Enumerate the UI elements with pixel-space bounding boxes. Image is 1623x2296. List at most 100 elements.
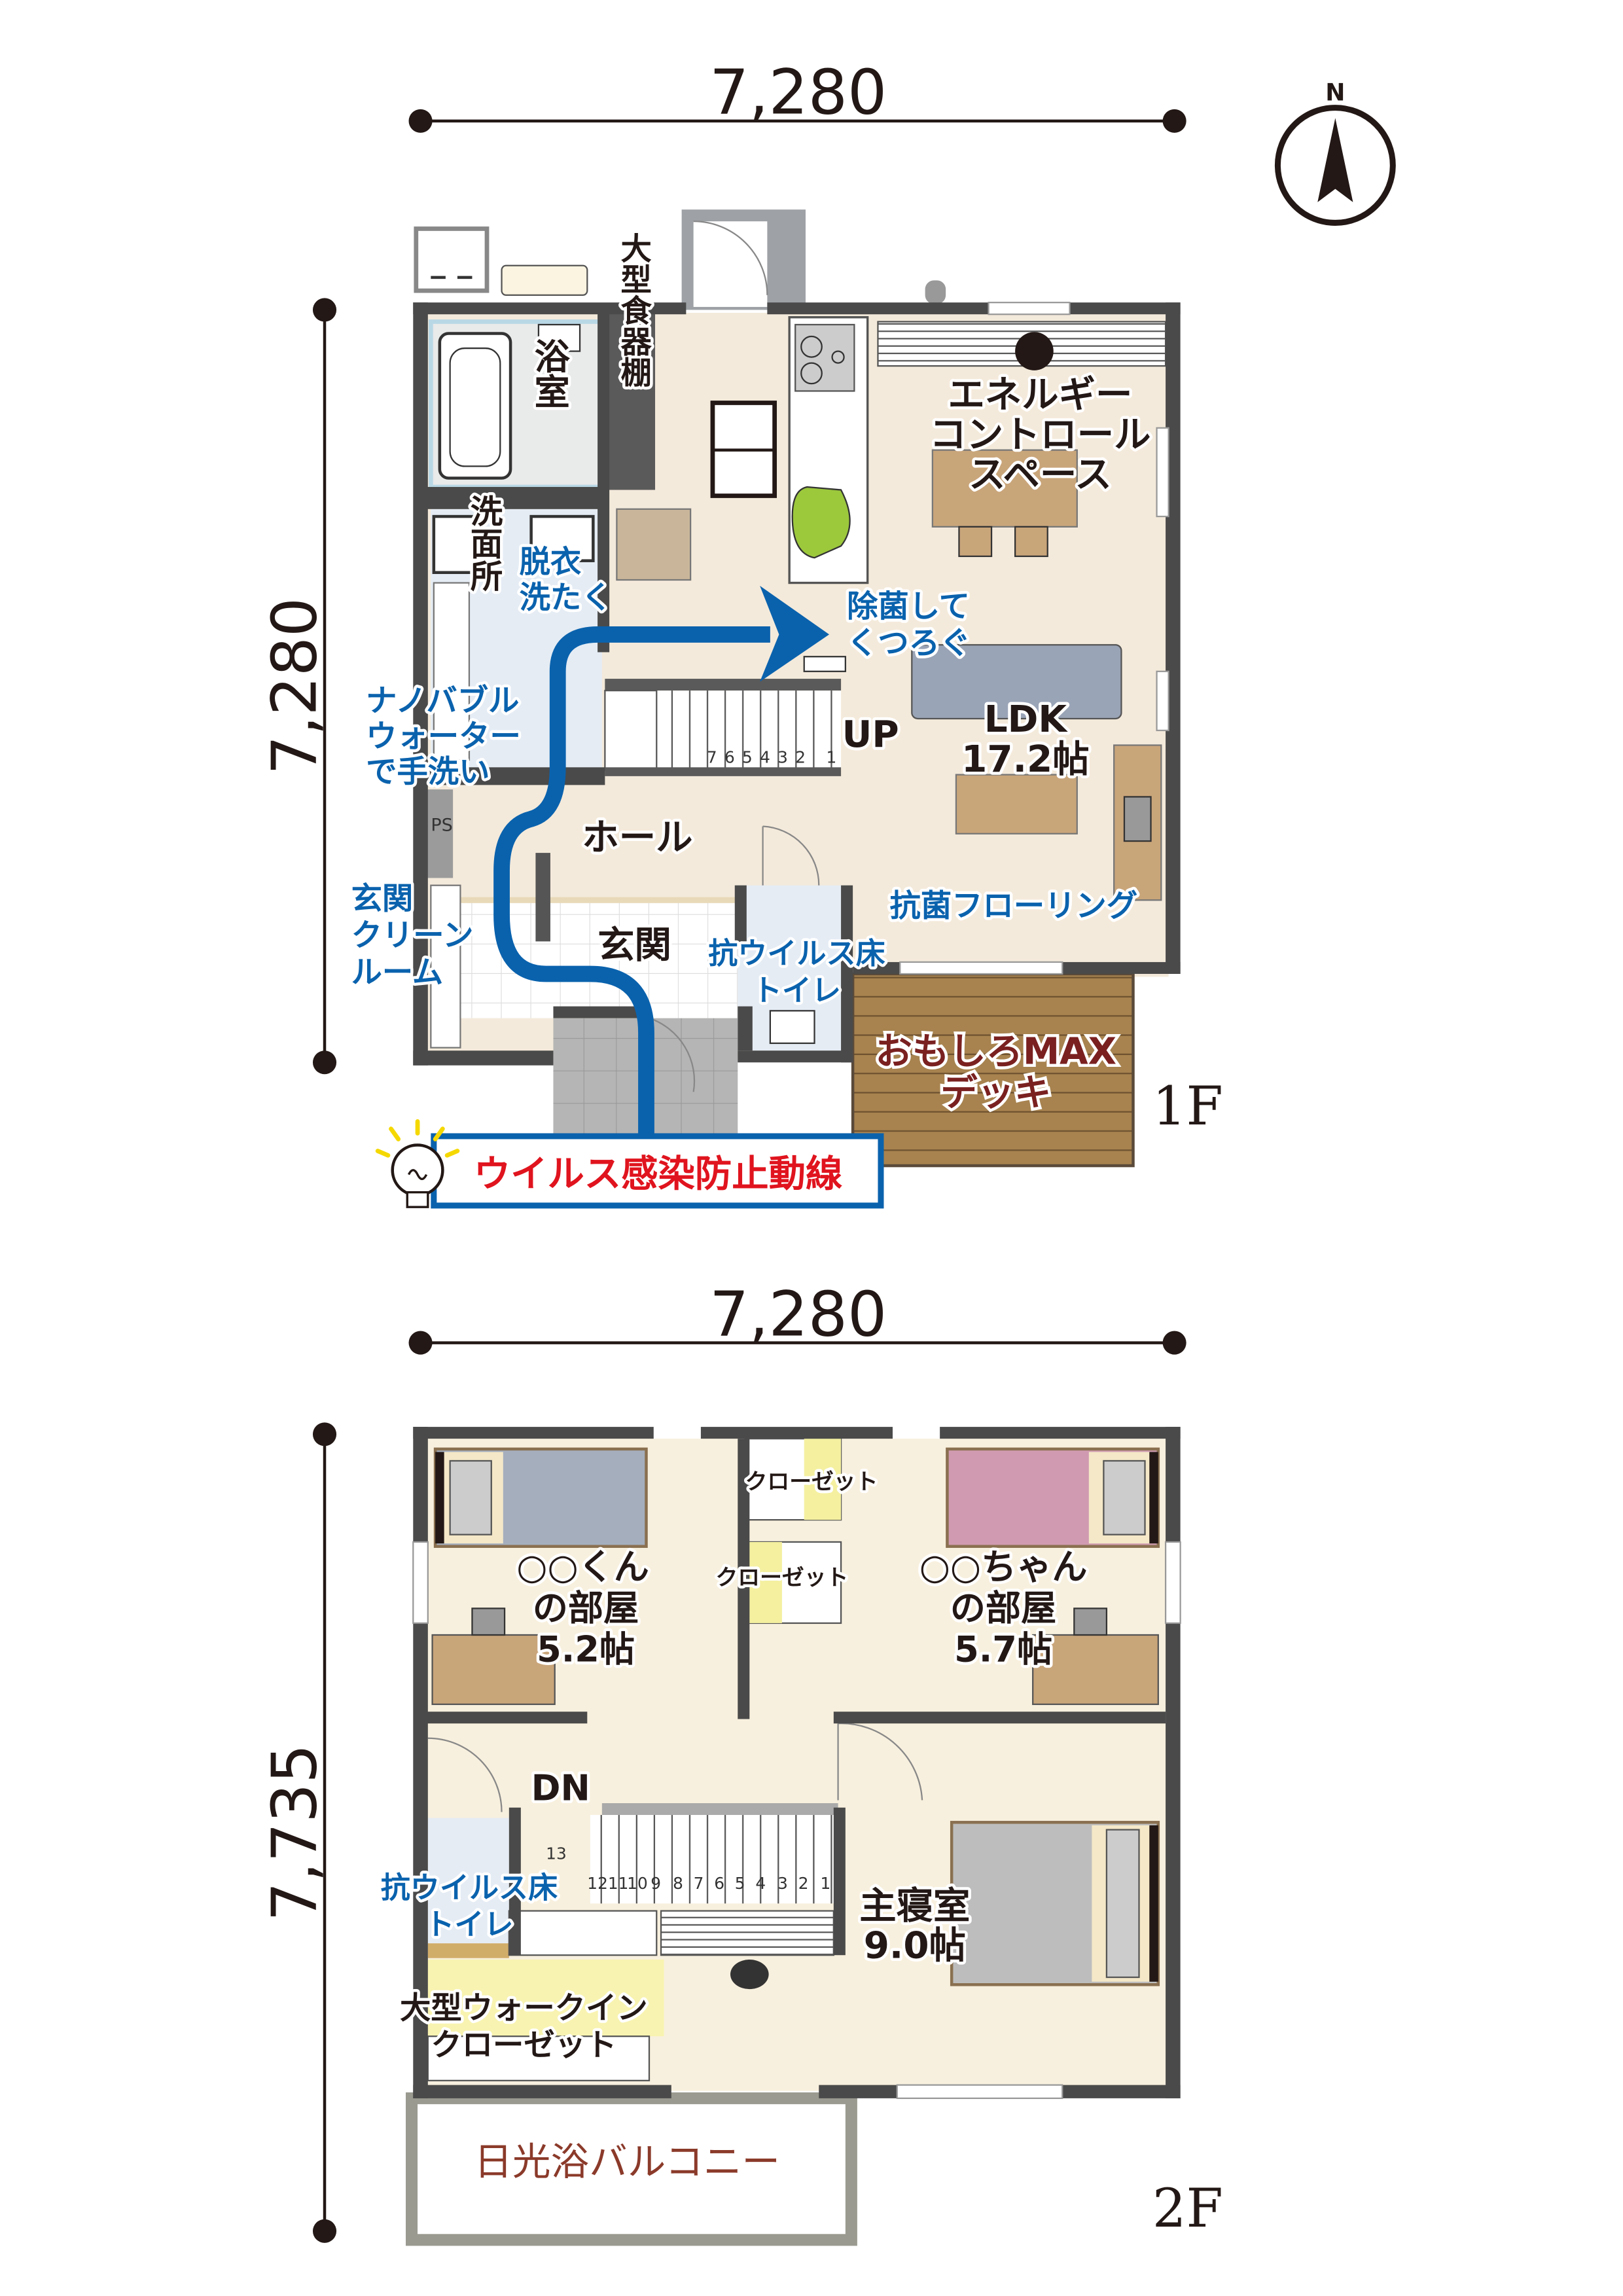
girl-room-size: 5.7帖 [954,1629,1052,1670]
boy-room-size: 5.2帖 [537,1629,635,1670]
wic-label-2: クローゼット [431,2028,616,2064]
svg-text:9: 9 [651,1874,661,1893]
svg-text:4: 4 [760,748,770,767]
large-cupboard [607,312,656,490]
boy-room-label: ○○くん [516,1546,649,1587]
deck [851,972,1135,1168]
walk-in-closet [427,1959,664,2037]
ldk-size-label: 17.2帖 [961,738,1089,781]
clean-room-label-1: 玄関 [351,881,414,917]
low-table [955,774,1078,834]
chair-icon [471,1607,506,1636]
shoe-closet [430,884,461,1049]
svg-text:1: 1 [827,748,837,767]
closet-2-label: クローゼット [716,1564,849,1590]
boy-room-label-2: の部屋 [533,1587,639,1628]
clean-room-label-3: ルーム [351,954,444,990]
nanobubble-label: ナノバブル [366,683,519,719]
fridge [616,508,692,581]
route-callout: ウイルス感染防止動線 [431,1133,884,1209]
outdoor-unit [414,226,490,293]
svg-text:2: 2 [795,748,806,767]
svg-text:1: 1 [821,1874,831,1893]
stairs-up-label: UP [842,713,899,756]
route-arrow-icon [760,586,830,682]
floor2-depth-label: 7,735 [259,1744,330,1922]
floor1-dimension-horizontal: 7,280 [408,57,1186,133]
staircase-1f[interactable] [656,691,842,770]
nanobubble-label-3: で手洗い [366,754,490,790]
boy-desk [431,1634,556,1706]
wic-label: 大型ウォークイン [400,1990,648,2026]
energy-label-1: エネルギー [948,374,1133,416]
flooring-label: 抗菌フローリング [890,888,1138,924]
ps-label: PS [431,815,452,835]
tv-icon [1123,796,1152,842]
girl-room-label: ○○ちゃん [919,1546,1088,1587]
svg-text:11: 11 [608,1874,629,1893]
clean-room-label-2: クリーン [351,918,474,954]
svg-text:7: 7 [707,748,717,767]
master-bedroom-size: 9.0帖 [864,1925,966,1967]
floor2-dimension-horizontal: 7,280 [408,1278,1186,1355]
svg-text:5: 5 [735,1874,745,1893]
svg-text:3: 3 [777,748,788,767]
svg-text:10: 10 [627,1874,648,1893]
balcony-label: 日光浴バルコニー [474,2140,780,2184]
svg-text:7: 7 [694,1874,704,1893]
route-callout-text: ウイルス感染防止動線 [474,1153,843,1196]
toilet-1f-label: 抗ウイルス床 [708,936,885,971]
north-label: N [1325,79,1345,106]
svg-text:5: 5 [742,748,753,767]
floor2-width-label: 7,280 [709,1278,887,1350]
energy-label-2: コントロール [929,414,1150,456]
sterilize-label: 除菌して [847,588,970,624]
entrance-label: 玄関 [597,924,671,967]
deck-label-2: デッキ [940,1072,1051,1115]
bathtub-icon [438,332,512,480]
stair-numbers-1f: 7 6 5 4 3 2 1 [707,748,836,767]
hall-label: ホール [582,817,692,859]
girl-desk [1032,1634,1159,1706]
deck-label: おもしろMAX [876,1030,1117,1073]
toilet-2f [427,1818,509,1944]
svg-text:12: 12 [587,1874,608,1893]
ldk-label: LDK [984,698,1069,741]
vanity-icon [529,514,595,562]
lamp-icon [730,1959,769,1990]
floor1-depth-label: 7,280 [259,598,330,775]
toilet-1f-label-2: トイレ [753,973,841,1008]
relax-label: くつろぐ [847,626,971,662]
floor1-walls [413,302,1181,1066]
floor2-dimension-vertical: 7,735 [259,1422,337,2243]
floor1-dimension-vertical: 7,280 [259,298,337,1075]
svg-text:2: 2 [798,1874,809,1893]
stair-numbers-2f: 13 12 11 10 9 8 7 6 5 4 3 2 1 [546,1844,830,1893]
svg-text:6: 6 [714,1874,724,1893]
closet-1-label: クローゼット [745,1469,878,1494]
bath-label: 浴室 [528,338,569,408]
svg-text:8: 8 [673,1874,683,1893]
wic-shelf [508,1910,658,1956]
washroom-label: 洗面所 [465,494,503,592]
chair-icon [1073,1607,1108,1636]
nanobubble-label-2: ウォーター [366,719,521,755]
laundry-label: 洗たく [520,580,613,616]
floor1-label: 1F [1152,1076,1223,1138]
lightbulb-icon [375,1119,460,1208]
washing-machine-icon [432,514,486,574]
north-compass-icon: N [1274,79,1396,226]
master-bedroom-label: 主寝室 [859,1885,970,1928]
sofa [911,644,1122,720]
svg-text:3: 3 [777,1874,788,1893]
floor1-width-label: 7,280 [709,57,887,129]
dressing-label: 脱衣 [520,545,582,581]
energy-label-3: スペース [969,454,1112,496]
toilet-2f-label-2: トイレ [425,1907,513,1942]
floor2-label: 2F [1152,2178,1223,2240]
pillar [535,853,550,942]
toilet-icon [769,1010,815,1045]
staircase-2f[interactable] [590,1815,834,1904]
sink-icon [791,486,851,559]
